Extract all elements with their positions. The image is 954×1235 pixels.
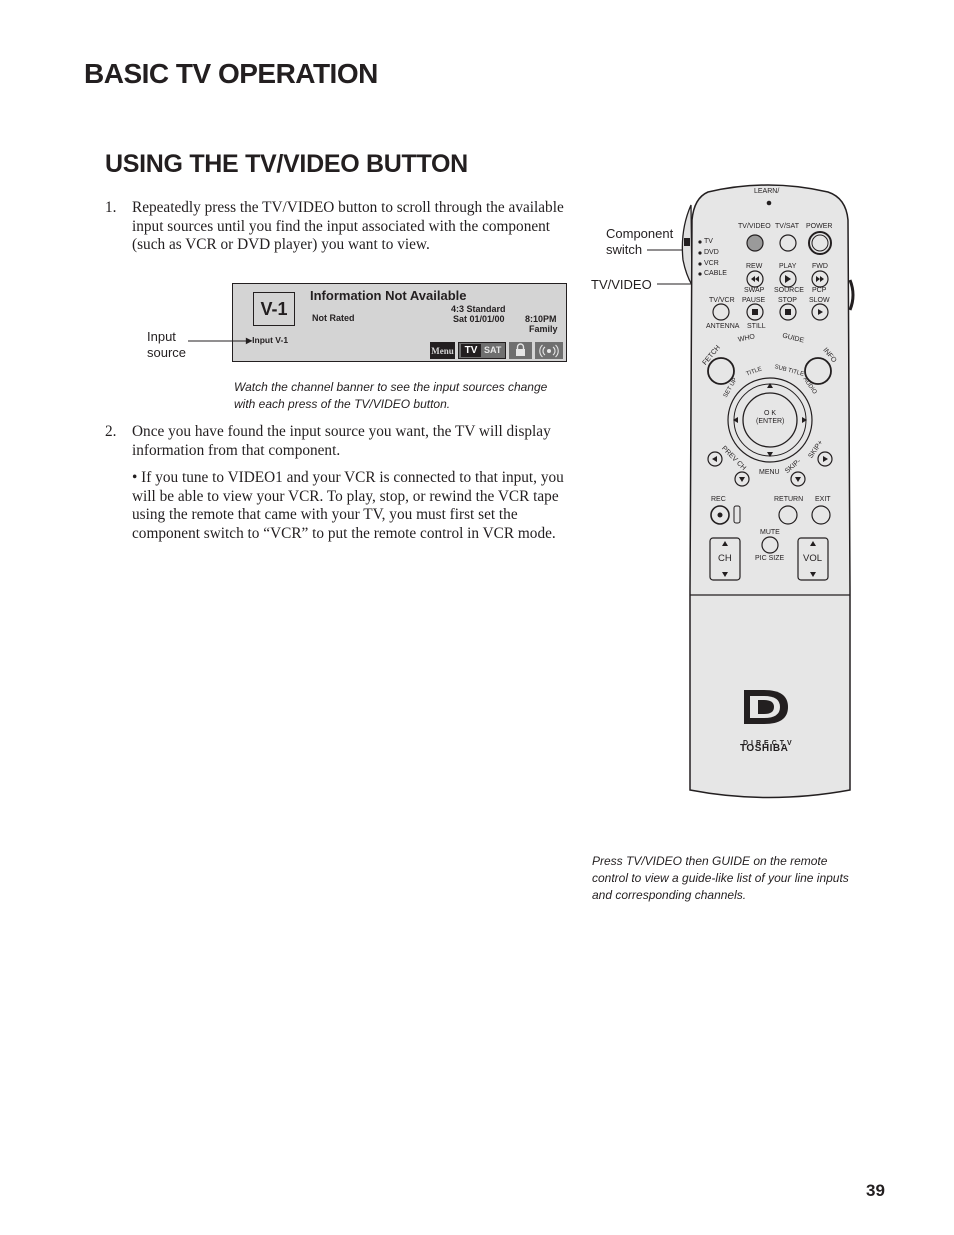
tv-sat-indicator: TV SAT: [458, 342, 506, 359]
enter-label: (ENTER): [756, 418, 785, 425]
banner-time: 8:10PM: [525, 314, 557, 324]
rec-label: REC: [711, 496, 726, 503]
switch-cable-label: CABLE: [704, 270, 727, 277]
banner-rating: Not Rated: [312, 313, 355, 323]
pause-label: PAUSE: [742, 297, 766, 304]
bullet-note: • If you tune to VIDEO1 and your VCR is …: [132, 469, 564, 542]
slow-label: SLOW: [809, 297, 830, 304]
tv-video-button-label: TV/VIDEO: [738, 223, 771, 230]
sat-icon: SAT: [484, 345, 502, 355]
play-label: PLAY: [779, 263, 797, 270]
banner-category: Family: [529, 324, 558, 334]
exit-label: EXIT: [815, 496, 831, 503]
ch-label: CH: [718, 553, 732, 564]
step-text: Repeatedly press the TV/VIDEO button to …: [132, 199, 564, 253]
menu-icon: Menu: [430, 342, 455, 359]
signal-icon: [535, 342, 563, 359]
swap-label: SWAP: [744, 287, 765, 294]
source-label: SOURCE: [774, 287, 804, 294]
power-button-label: POWER: [806, 223, 833, 230]
return-label: RETURN: [774, 496, 804, 503]
pcp-label: PCP: [812, 287, 827, 294]
tv-icon: TV: [461, 344, 481, 357]
lock-icon: [509, 342, 532, 359]
banner-format: 4:3 Standard: [451, 304, 506, 314]
directv-logo: DIRECTV: [743, 740, 795, 747]
page-number: 39: [866, 1181, 885, 1200]
mute-label: MUTE: [760, 529, 780, 536]
switch-tv-label: TV: [704, 238, 713, 245]
channel-banner: V-1 Information Not Available Not Rated …: [232, 283, 567, 362]
input-label: V-1: [253, 292, 295, 326]
banner-input-line: ▶Input V-1: [246, 335, 289, 345]
play-arrow-icon: ▶: [246, 336, 253, 345]
fwd-label: FWD: [812, 263, 828, 270]
input-source-leader-line: [188, 340, 246, 342]
antenna-label: ANTENNA: [706, 323, 740, 330]
banner-title: Information Not Available: [310, 288, 467, 303]
menu-label: MENU: [759, 469, 780, 476]
switch-dvd-label: DVD: [704, 249, 719, 256]
page-title: BASIC TV OPERATION: [84, 58, 378, 89]
tv-sat-button-label: TV/SAT: [775, 223, 799, 230]
tv-video-callout: TV/VIDEO: [591, 277, 652, 292]
banner-date: Sat 01/01/00: [453, 314, 505, 324]
remote-caption: Press TV/VIDEO then GUIDE on the remote …: [592, 854, 849, 902]
component-switch-callout: Component switch: [606, 226, 674, 257]
stop-label: STOP: [778, 297, 797, 304]
toshiba-logo: TOSHIBA: [740, 743, 789, 754]
remote-control: LEARN/ TV/VIDEO TV/SAT POWER TV DVD VCR …: [678, 180, 858, 800]
vol-label: VOL: [803, 553, 823, 564]
step-number: 2.: [105, 423, 117, 440]
step-number: 1.: [105, 199, 117, 216]
input-source-callout: Input source: [147, 329, 187, 360]
section-title: USING THE TV/VIDEO BUTTON: [105, 150, 468, 178]
banner-caption: Watch the channel banner to see the inpu…: [234, 380, 548, 411]
switch-vcr-label: VCR: [704, 260, 719, 267]
tv-vcr-label: TV/VCR: [709, 297, 735, 304]
learn-label: LEARN/: [754, 188, 780, 195]
still-label: STILL: [747, 323, 766, 330]
ok-label: O K: [764, 410, 777, 417]
pic-size-label: PIC SIZE: [755, 555, 785, 562]
step-text: Once you have found the input source you…: [132, 423, 551, 459]
rew-label: REW: [746, 263, 763, 270]
